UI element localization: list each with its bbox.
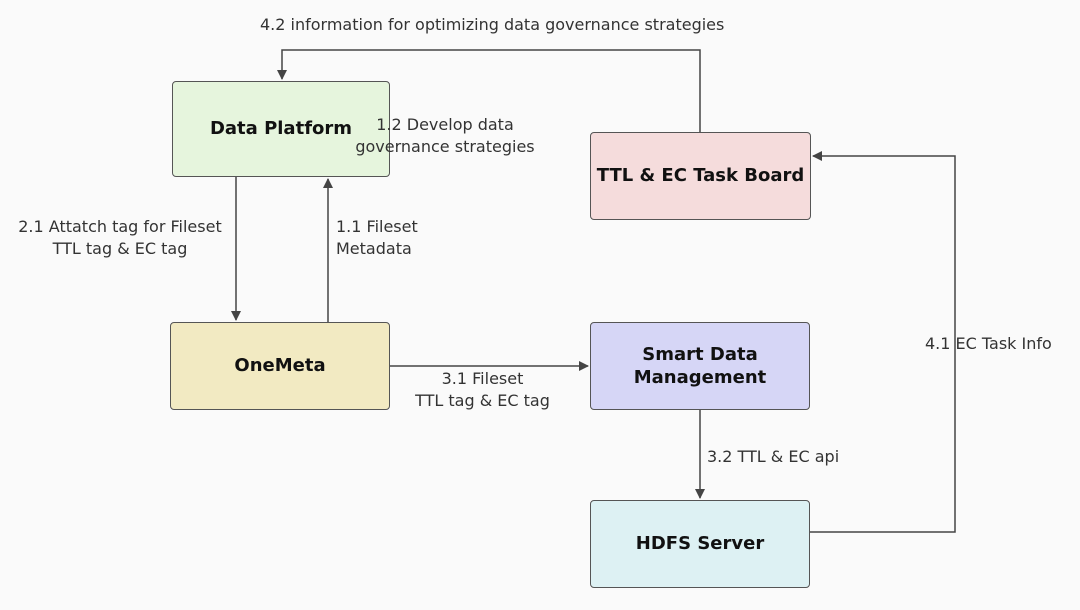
edge-label-4-1: 4.1 EC Task Info [925, 334, 1052, 353]
node-hdfs-server: HDFS Server [590, 500, 810, 588]
node-smart-data-management: Smart Data Management [590, 322, 810, 410]
edge-4-2-connector [277, 49, 701, 132]
node-onemeta: OneMeta [170, 322, 390, 410]
edge-label-1-1: 1.1 Fileset Metadata [336, 217, 418, 258]
edge-4-1-connector [810, 151, 956, 533]
edge-label-4-2: 4.2 information for optimizing data gove… [260, 15, 725, 34]
edge-label-1-2: 1.2 Develop data governance strategies [355, 115, 535, 156]
node-data-platform: Data Platform [172, 81, 390, 177]
edge-label-3-1: 3.1 Fileset TTL tag & EC tag [415, 369, 550, 410]
node-ttl-ec-task-board: TTL & EC Task Board [590, 132, 811, 220]
edge-label-2-1: 2.1 Attatch tag for Fileset TTL tag & EC… [18, 217, 222, 258]
edge-label-3-2: 3.2 TTL & EC api [707, 447, 840, 466]
